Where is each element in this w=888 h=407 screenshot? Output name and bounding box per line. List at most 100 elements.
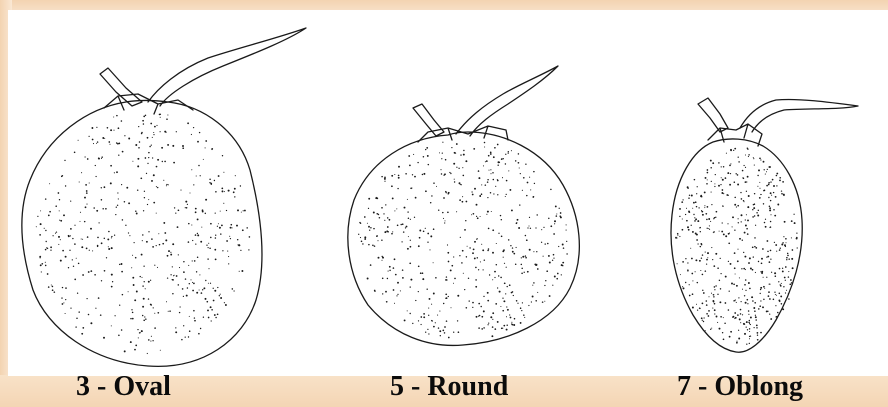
stipple-dot — [192, 240, 193, 241]
stipple-dot — [151, 144, 152, 145]
stipple-dot — [208, 317, 210, 319]
stipple-dot — [172, 279, 174, 281]
stipple-dot — [513, 295, 514, 296]
stipple-dot — [369, 230, 370, 231]
stipple-dot — [722, 205, 723, 206]
stipple-dot — [753, 256, 754, 257]
stipple-dot — [107, 127, 109, 129]
stipple-dot — [763, 299, 764, 300]
stipple-dot — [191, 134, 192, 135]
stipple-dot — [499, 291, 501, 293]
stipple-dot — [705, 330, 706, 331]
stipple-dot — [425, 190, 427, 192]
stipple-dot — [65, 313, 66, 314]
stipple-dot — [443, 218, 444, 219]
stipple-dot — [476, 204, 478, 206]
stipple-dot — [427, 242, 428, 243]
stipple-dot — [717, 294, 718, 295]
stipple-dot — [517, 303, 518, 304]
stipple-dot — [152, 137, 153, 138]
stipple-dot — [194, 317, 195, 318]
stipple-dot — [707, 169, 709, 171]
stipple-dot — [690, 248, 691, 249]
stipple-dot — [423, 316, 425, 318]
stipple-dot — [197, 257, 199, 259]
stipple-dot — [741, 268, 742, 269]
stipple-dot — [496, 243, 497, 244]
stipple-dot — [768, 197, 769, 198]
stipple-dot — [110, 182, 112, 184]
stipple-dot — [111, 325, 112, 326]
stipple-dot — [488, 228, 490, 230]
stipple-dot — [763, 190, 764, 191]
stipple-dot — [248, 249, 249, 250]
stipple-dot — [788, 258, 790, 260]
stipple-dot — [376, 213, 378, 215]
stipple-dot — [757, 339, 759, 341]
stipple-dot — [154, 313, 155, 314]
stipple-dot — [189, 283, 190, 284]
stipple-dot — [566, 241, 567, 242]
stipple-dot — [104, 238, 105, 239]
stipple-dot — [548, 218, 549, 219]
stipple-dot — [168, 184, 169, 185]
stipple-dot — [95, 176, 96, 177]
stipple-dot — [163, 180, 164, 181]
stipple-dot — [115, 214, 116, 215]
stipple-dot — [492, 319, 493, 320]
stipple-dot — [782, 270, 784, 272]
stipple-dot — [777, 204, 779, 206]
stipple-dot — [199, 132, 200, 133]
stipple-dot — [422, 272, 424, 274]
stipple-dot — [415, 300, 416, 301]
stipple-dot — [527, 182, 529, 184]
stipple-dot — [693, 214, 694, 215]
stipple-dot — [398, 177, 400, 179]
stipple-dot — [118, 155, 119, 156]
stipple-dot — [560, 216, 562, 218]
stipple-dot — [544, 285, 545, 286]
stipple-dot — [427, 233, 429, 235]
stipple-dot — [562, 262, 564, 264]
stipple-dot — [224, 191, 225, 192]
stipple-dot — [178, 284, 180, 286]
stipple-dot — [222, 250, 223, 251]
stipple-dot — [769, 207, 771, 209]
stipple-dot — [754, 165, 755, 166]
stipple-dot — [713, 301, 715, 303]
stipple-shading — [36, 114, 798, 354]
stipple-dot — [409, 262, 411, 264]
stipple-dot — [512, 324, 514, 326]
stipple-dot — [219, 227, 221, 229]
stipple-dot — [128, 202, 130, 204]
stipple-dot — [160, 117, 161, 118]
stipple-dot — [776, 175, 778, 177]
stipple-dot — [211, 148, 213, 150]
stipple-dot — [183, 325, 184, 326]
stipple-dot — [705, 252, 706, 253]
stipple-dot — [788, 298, 790, 300]
stipple-dot — [213, 288, 214, 289]
stipple-dot — [760, 289, 761, 290]
stipple-dot — [373, 228, 375, 230]
stipple-dot — [387, 226, 389, 228]
stipple-dot — [442, 152, 443, 153]
stipple-dot — [206, 301, 208, 303]
stipple-dot — [706, 304, 708, 306]
stipple-dot — [72, 259, 73, 260]
stipple-dot — [195, 208, 197, 210]
stipple-dot — [448, 192, 450, 194]
stipple-dot — [720, 258, 721, 259]
stipple-dot — [786, 257, 788, 259]
stipple-dot — [779, 180, 781, 182]
stipple-dot — [486, 214, 487, 215]
stipple-dot — [696, 206, 698, 208]
stipple-dot — [708, 228, 709, 229]
stipple-dot — [759, 157, 761, 159]
stipple-dot — [106, 257, 107, 258]
stipple-dot — [474, 257, 476, 259]
stipple-dot — [490, 169, 491, 170]
stipple-dot — [737, 205, 739, 207]
stipple-dot — [731, 283, 733, 285]
stipple-dot — [174, 207, 175, 208]
